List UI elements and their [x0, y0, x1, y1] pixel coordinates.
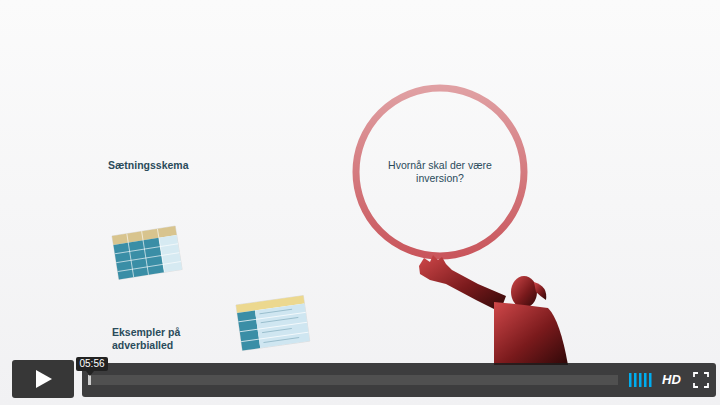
- question-circle: Hvornår skal der være inversion?: [365, 159, 515, 184]
- section-title: Sætningsskema: [108, 159, 189, 172]
- bubble-pointer: [86, 371, 94, 376]
- fullscreen-icon: [694, 373, 708, 387]
- table-thumbnail: [112, 226, 182, 279]
- volume-icon: [629, 373, 652, 387]
- section-title: Eksempler på adverbialled: [112, 326, 186, 352]
- time-bubble: 05:56: [76, 357, 108, 371]
- progress-head: [88, 375, 91, 385]
- hd-badge: HD: [662, 372, 681, 388]
- control-bar: [82, 363, 716, 397]
- silhouette: [419, 255, 568, 365]
- table-thumbnail: [236, 296, 310, 351]
- question-text: Hvornår skal der være inversion?: [365, 159, 515, 184]
- play-button: [12, 360, 74, 398]
- progress-track: [88, 375, 618, 385]
- ring: [356, 88, 524, 256]
- play-icon: [36, 370, 52, 388]
- time-text: 05:56: [79, 358, 105, 370]
